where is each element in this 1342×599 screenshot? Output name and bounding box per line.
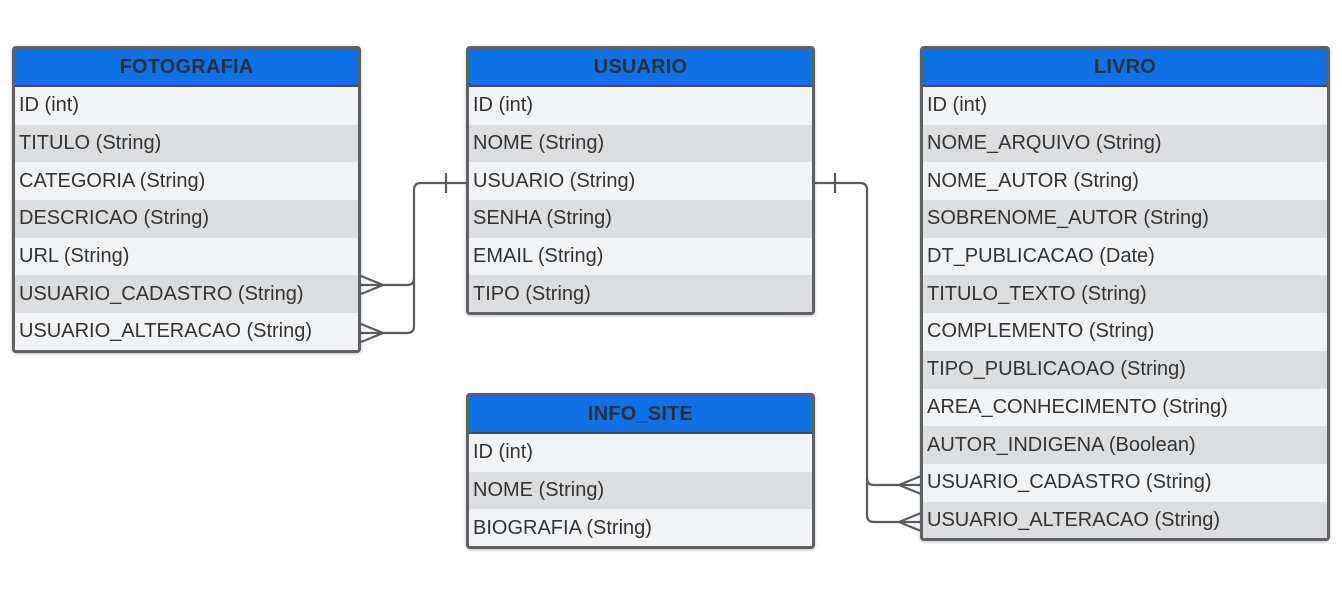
field-row[interactable]: ID (int) xyxy=(15,87,358,125)
field-row[interactable]: DT_PUBLICACAO (Date) xyxy=(923,237,1327,276)
field-row[interactable]: TITULO_TEXTO (String) xyxy=(923,275,1327,314)
connector-usuario-fotografia-alteracao[interactable] xyxy=(361,278,416,335)
field-row[interactable]: TIPO_PUBLICAOAO (String) xyxy=(923,350,1327,389)
field-row[interactable]: USUARIO_CADASTRO (String) xyxy=(15,275,358,314)
field-row[interactable]: BIOGRAFIA (String) xyxy=(469,509,812,546)
entity-fotografia[interactable]: FOTOGRAFIA ID (int) TITULO (String) CATE… xyxy=(12,46,361,353)
field-row[interactable]: SENHA (String) xyxy=(469,200,812,238)
field-row[interactable]: AUTOR_INDIGENA (Boolean) xyxy=(923,426,1327,464)
connector-usuario-livro-cadastro[interactable] xyxy=(815,181,921,487)
entity-title: FOTOGRAFIA xyxy=(15,49,358,87)
field-row[interactable]: USUARIO (String) xyxy=(469,162,812,201)
field-row[interactable]: ID (int) xyxy=(469,87,812,125)
crow-foot-livro-alteracao xyxy=(898,511,922,533)
field-row[interactable]: URL (String) xyxy=(15,237,358,276)
field-row[interactable]: DESCRICAO (String) xyxy=(15,200,358,238)
field-row[interactable]: TIPO (String) xyxy=(469,275,812,312)
entity-title: INFO_SITE xyxy=(469,396,812,434)
field-row[interactable]: NOME (String) xyxy=(469,471,812,510)
entity-title: LIVRO xyxy=(923,49,1327,87)
field-row[interactable]: USUARIO_ALTERACAO (String) xyxy=(923,501,1327,538)
field-row[interactable]: NOME_ARQUIVO (String) xyxy=(923,124,1327,163)
field-row[interactable]: USUARIO_CADASTRO (String) xyxy=(923,463,1327,502)
field-row[interactable]: ID (int) xyxy=(923,87,1327,125)
field-row[interactable]: EMAIL (String) xyxy=(469,237,812,276)
field-row[interactable]: TITULO (String) xyxy=(15,124,358,163)
field-row[interactable]: NOME_AUTOR (String) xyxy=(923,162,1327,201)
field-row[interactable]: SOBRENOME_AUTOR (String) xyxy=(923,200,1327,238)
connector-usuario-livro-alteracao[interactable] xyxy=(865,478,921,524)
field-row[interactable]: AREA_CONHECIMENTO (String) xyxy=(923,388,1327,427)
connector-usuario-fotografia-cadastro[interactable] xyxy=(361,181,466,287)
crow-foot-livro-cadastro xyxy=(898,474,922,496)
crow-foot-fotografia-cadastro xyxy=(360,274,384,296)
field-row[interactable]: NOME (String) xyxy=(469,124,812,163)
field-row[interactable]: CATEGORIA (String) xyxy=(15,162,358,201)
entity-title: USUARIO xyxy=(469,49,812,87)
entity-usuario[interactable]: USUARIO ID (int) NOME (String) USUARIO (… xyxy=(466,46,815,315)
entity-livro[interactable]: LIVRO ID (int) NOME_ARQUIVO (String) NOM… xyxy=(920,46,1330,541)
entity-info-site[interactable]: INFO_SITE ID (int) NOME (String) BIOGRAF… xyxy=(466,393,815,549)
crow-foot-fotografia-alteracao xyxy=(360,322,384,344)
field-row[interactable]: COMPLEMENTO (String) xyxy=(923,313,1327,351)
field-row[interactable]: USUARIO_ALTERACAO (String) xyxy=(15,313,358,350)
field-row[interactable]: ID (int) xyxy=(469,434,812,472)
